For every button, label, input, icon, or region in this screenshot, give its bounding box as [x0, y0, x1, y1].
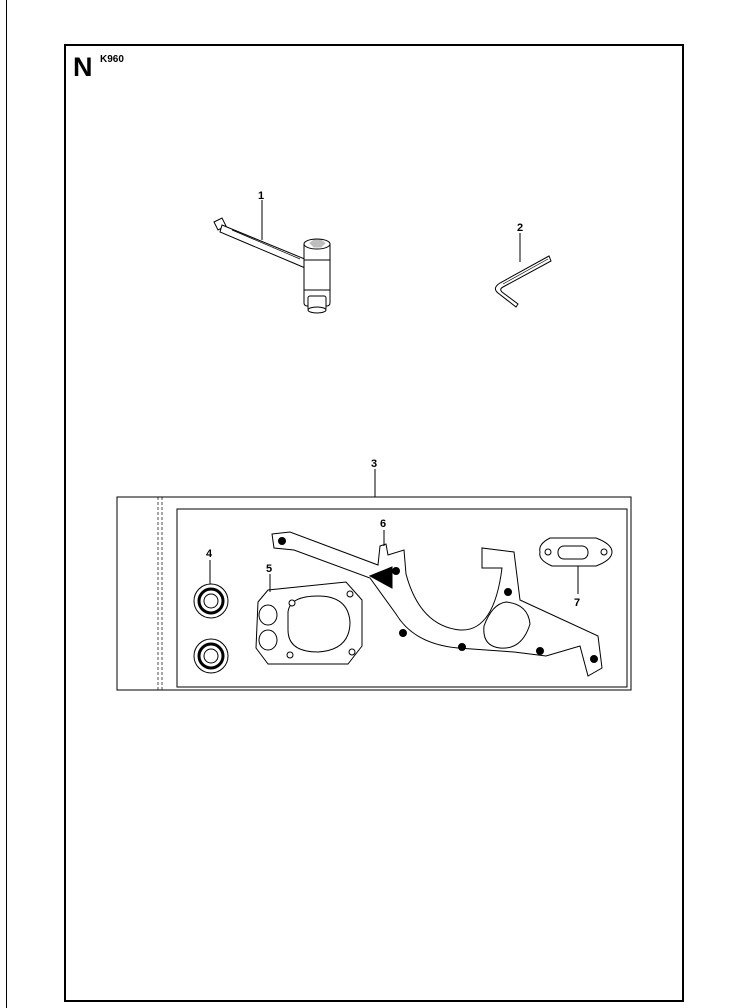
leader-lines	[209, 200, 579, 594]
callout-4: 4	[206, 548, 213, 560]
model-label: K960	[100, 54, 124, 65]
part-1-combination-spanner	[213, 217, 331, 314]
callout-7: 7	[574, 597, 580, 609]
callout-3: 3	[371, 458, 377, 470]
part-6-crankcase-gasket	[271, 531, 603, 677]
part-2-hex-key	[494, 255, 552, 308]
diagram-frame	[64, 44, 684, 1002]
page-margin-rule	[6, 0, 7, 1008]
callout-2: 2	[517, 222, 523, 234]
part-7-muffler-gasket	[539, 537, 613, 567]
callout-1: 1	[258, 190, 264, 202]
part-3-gasket-kit-card	[116, 496, 632, 691]
part-4-seal-rings	[193, 583, 229, 674]
part-5-cylinder-gasket	[255, 581, 363, 665]
callout-5: 5	[266, 563, 272, 575]
section-letter: N	[73, 52, 93, 82]
callout-6: 6	[380, 518, 386, 530]
